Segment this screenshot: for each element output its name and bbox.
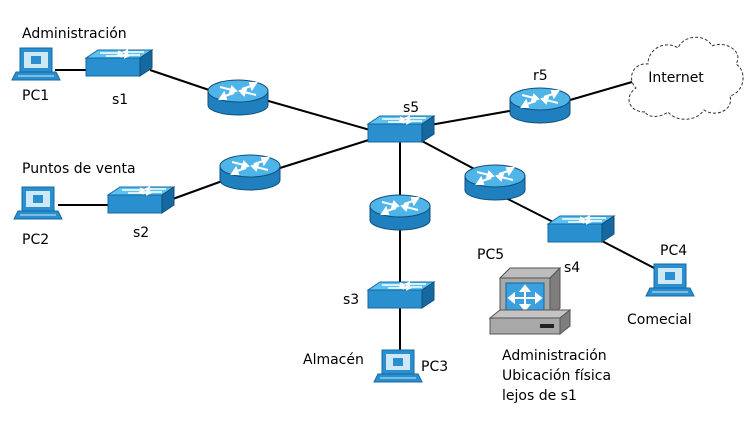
pc3-icon[interactable] <box>373 349 423 383</box>
label-pc2: PC2 <box>22 232 49 248</box>
pc5-desc-line1: Administración <box>502 348 607 364</box>
router-admin[interactable] <box>207 79 269 116</box>
label-s1: s1 <box>112 92 128 108</box>
internet-label: Internet <box>648 70 704 86</box>
switch-s2[interactable] <box>107 186 175 214</box>
link-s4-pc4 <box>599 239 659 271</box>
link-s5-router2 <box>279 137 376 169</box>
link-s5-router4 <box>419 139 481 173</box>
label-comercial: Comecial <box>627 312 692 328</box>
label-s2: s2 <box>133 225 149 241</box>
pc5-desc-line2: Ubicación física <box>502 368 611 384</box>
link-s5-r5 <box>429 109 516 126</box>
switch-s4[interactable] <box>547 215 615 243</box>
label-pc3: PC3 <box>421 359 448 375</box>
router-ventas[interactable] <box>219 154 281 191</box>
label-pc1: PC1 <box>22 88 49 104</box>
label-administracion: Administración <box>22 26 127 42</box>
switch-s1[interactable] <box>85 49 153 77</box>
label-puntos-venta: Puntos de venta <box>22 161 136 177</box>
pc4-icon[interactable] <box>645 263 695 297</box>
link-r5-internet <box>569 81 633 101</box>
router-r5[interactable] <box>509 87 571 124</box>
switch-s5[interactable] <box>367 115 435 143</box>
link-router2-s2 <box>169 179 226 201</box>
internet-cloud: Internet <box>628 36 744 120</box>
label-s5: s5 <box>403 100 419 116</box>
pc5-icon[interactable] <box>488 266 572 336</box>
label-almacen: Almacén <box>303 352 364 368</box>
router-almacen[interactable] <box>369 194 431 231</box>
switch-s3[interactable] <box>367 281 435 309</box>
label-r5: r5 <box>533 68 548 84</box>
label-pc5: PC5 <box>477 247 504 263</box>
label-pc4: PC4 <box>660 243 687 259</box>
link-s1-router1 <box>149 69 216 93</box>
link-router1-s5 <box>264 99 371 131</box>
pc2-icon[interactable] <box>13 186 63 220</box>
pc5-desc-line3: lejos de s1 <box>502 388 577 404</box>
pc1-icon[interactable] <box>11 47 61 81</box>
label-s4: s4 <box>564 260 580 276</box>
router-comercial[interactable] <box>464 164 526 201</box>
label-s3: s3 <box>343 292 359 308</box>
